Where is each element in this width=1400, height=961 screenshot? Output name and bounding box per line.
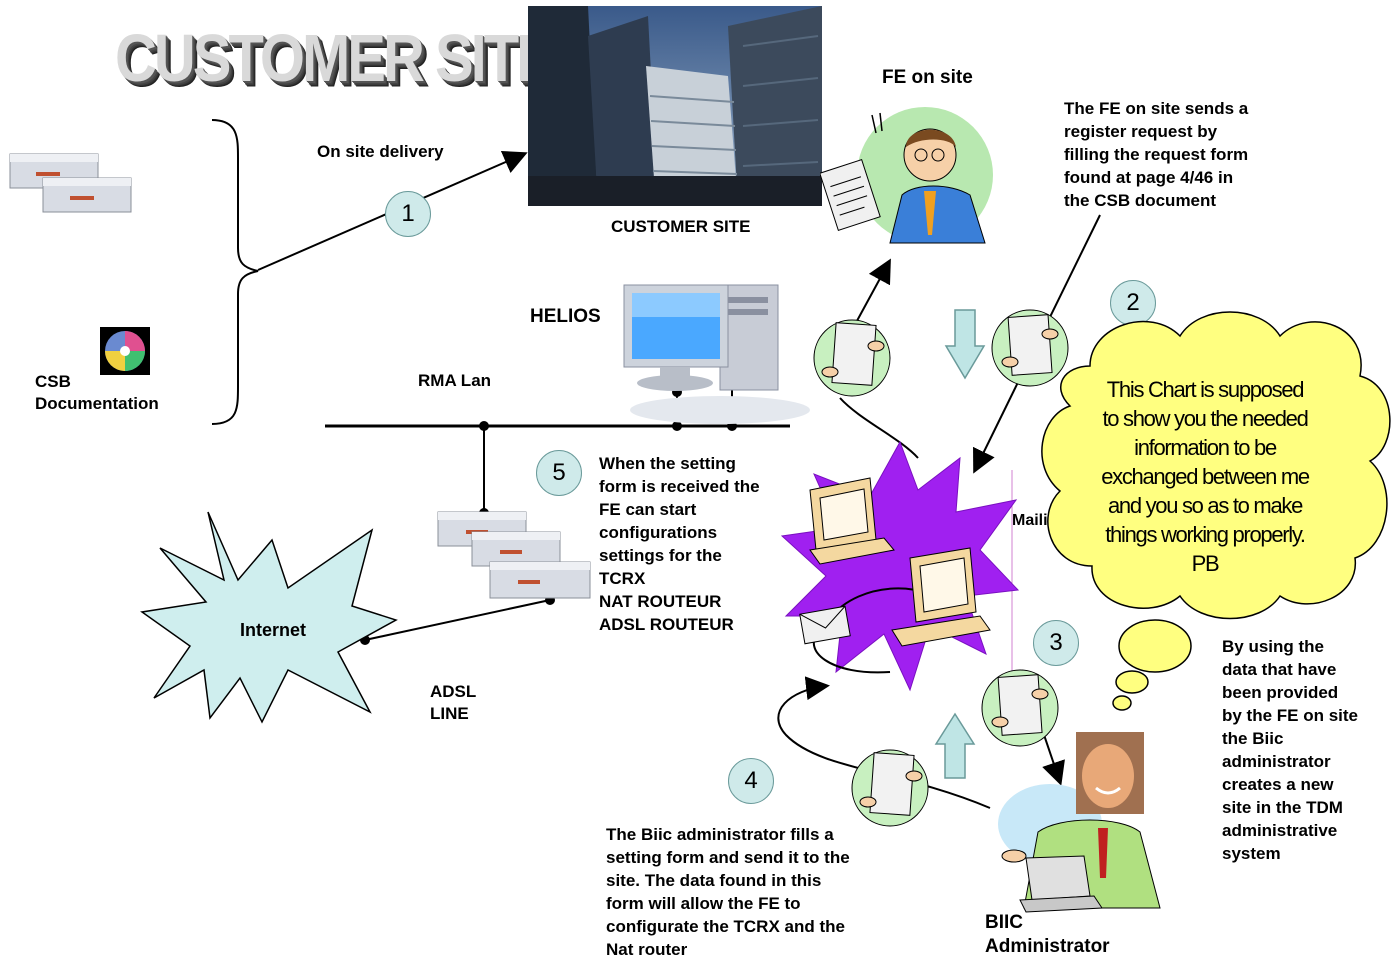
csb-label-line1: CSB: [35, 372, 71, 391]
mailing-burst-icon: [780, 440, 1020, 692]
up-arrow-icon: [934, 712, 976, 779]
rma-lan-label: RMA Lan: [418, 371, 492, 390]
step-badge-5: 5: [536, 450, 582, 496]
internet-label: Internet: [240, 620, 307, 640]
biic-label-line2: Administrator: [985, 936, 1110, 957]
customer-site-caption: CUSTOMER SITE: [611, 217, 751, 236]
biic-label-line1: BIIC: [985, 912, 1023, 933]
fe-person-icon: [820, 107, 993, 244]
csb-label-line2: Documentation: [35, 394, 159, 413]
down-arrow-icon: [944, 309, 986, 380]
helios-computer-icon: [623, 284, 810, 424]
page-title: CUSTOMER SITE: [115, 21, 555, 96]
internet-cloud-shape: [140, 511, 398, 724]
form-icon: [813, 319, 891, 397]
step-badge-3: 3: [1033, 620, 1079, 666]
router-stack-icon: [437, 511, 591, 599]
form-icon: [981, 669, 1059, 747]
biic-administrator-icon: [998, 732, 1161, 913]
form-icon: [991, 309, 1069, 387]
helios-label: HELIOS: [530, 306, 601, 327]
adsl-label-line2: LINE: [430, 704, 469, 723]
form-icon: [851, 749, 929, 827]
step-badge-1: 1: [385, 191, 431, 237]
drive-stack-icon: [9, 153, 132, 213]
cd-icon: [100, 327, 150, 375]
bracket: [211, 119, 259, 425]
fe-on-site-label: FE on site: [882, 67, 973, 88]
building-photo: [528, 6, 822, 206]
step-badge-4: 4: [728, 758, 774, 804]
adsl-label-line1: ADSL: [430, 682, 477, 701]
thought-cloud-shape: [1041, 311, 1391, 711]
on-site-delivery-label: On site delivery: [317, 142, 444, 161]
